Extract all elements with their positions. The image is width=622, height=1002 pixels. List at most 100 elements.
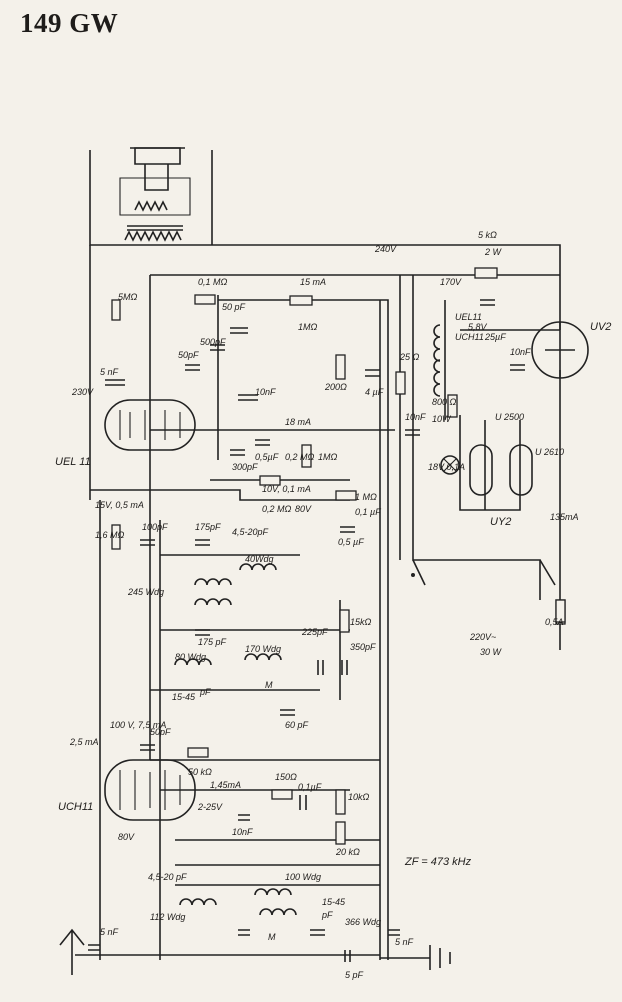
- label-245wdg: 245 Wdg: [127, 587, 164, 597]
- label-5mohm: 5MΩ: [118, 292, 138, 302]
- label-50pf-a: 50 pF: [222, 302, 246, 312]
- label-366wdg: 366 Wdg: [345, 917, 381, 927]
- label-0-2m-b: 0,2 MΩ: [262, 504, 292, 514]
- label-30w: 30 W: [480, 647, 503, 657]
- label-4uf: 4 µF: [365, 387, 384, 397]
- label-135ma: 135mA: [550, 512, 579, 522]
- wiring: [75, 150, 561, 960]
- label-05uf: 0,5 µF: [338, 537, 364, 547]
- label-112wdg: 112 Wdg: [150, 912, 185, 922]
- label-15v: 15V, 0,5 mA: [95, 500, 144, 510]
- label-1m-c: 1 MΩ: [355, 492, 377, 502]
- label-175pf-b: 175 pF: [198, 637, 227, 647]
- label-80v-b: 80V: [118, 832, 135, 842]
- label-5nf-b: 5 nF: [100, 927, 119, 937]
- label-10w: 10W: [432, 414, 452, 424]
- label-u2500: U 2500: [495, 412, 524, 422]
- label-2w: 2 W: [484, 247, 503, 257]
- component-labels: 240V 170V 5 kΩ 2 W UV2 5MΩ 5 nF 230V UEL…: [55, 230, 611, 980]
- switches: [411, 559, 566, 623]
- label-100wdg: 100 Wdg: [285, 872, 321, 882]
- label-150ohm: 150Ω: [275, 772, 297, 782]
- label-25ma: 2,5 mA: [69, 737, 99, 747]
- label-25uf: 25µF: [484, 332, 506, 342]
- label-uel11-b: UEL11: [455, 312, 482, 322]
- label-170wdg: 170 Wdg: [245, 644, 281, 654]
- coils: [174, 324, 441, 916]
- label-80v: 80V: [295, 504, 312, 514]
- page-title: 149 GW: [20, 8, 119, 38]
- label-01uf-b: 0,1 µF: [355, 507, 381, 517]
- label-18ma: 18 mA: [285, 417, 311, 427]
- label-50pf-b: 50pF: [178, 350, 199, 360]
- label-1-6m: 1,6 MΩ: [95, 530, 125, 540]
- label-175pf: 175pF: [195, 522, 221, 532]
- label-100v: 100 V, 7,5 mA: [110, 720, 166, 730]
- label-uch11-b: UCH11: [455, 332, 484, 342]
- label-u2610: U 2610: [535, 447, 564, 457]
- label-1mohm: 1MΩ: [298, 322, 318, 332]
- output-transformer: [124, 225, 183, 242]
- speaker-symbol: [119, 147, 191, 216]
- label-170v: 170V: [440, 277, 462, 287]
- label-zf: ZF = 473 kHz: [404, 856, 472, 868]
- label-15ma: 15 mA: [300, 277, 326, 287]
- label-5-8v: 5,8V: [468, 322, 488, 332]
- label-10v: 10V, 0,1 mA: [262, 484, 311, 494]
- label-10nf-d: 10nF: [232, 827, 253, 837]
- label-1m-b: 1MΩ: [318, 452, 338, 462]
- label-m-b: M: [268, 932, 276, 942]
- ground-antenna: [59, 928, 451, 975]
- label-5pf: 5 pF: [345, 970, 364, 980]
- label-230v: 230V: [71, 387, 94, 397]
- label-15-45-b: 15-45: [322, 897, 346, 907]
- label-240v: 240V: [374, 244, 397, 254]
- label-pf-b: pF: [321, 910, 333, 920]
- label-15-45: 15-45: [172, 692, 196, 702]
- label-80wdg: 80 Wdg: [175, 652, 206, 662]
- label-10nf-a: 10nF: [255, 387, 276, 397]
- label-05a: 0,5A: [545, 617, 564, 627]
- label-18v: 18V 0,1A: [428, 462, 465, 472]
- label-4-5-20pf: 4,5-20pF: [232, 527, 269, 537]
- label-01uf-c: 0,1µF: [298, 782, 322, 792]
- label-145ma: 1,45mA: [210, 780, 241, 790]
- tube-uel11: [104, 399, 196, 451]
- tube-uch11: [104, 759, 196, 821]
- label-5k: 5 kΩ: [478, 230, 497, 240]
- label-60pf: 60 pF: [285, 720, 309, 730]
- label-10k: 10kΩ: [348, 792, 370, 802]
- label-500pf: 500pF: [200, 337, 226, 347]
- label-300pf: 300pF: [232, 462, 258, 472]
- label-20k: 20 kΩ: [335, 847, 360, 857]
- label-200ohm: 200Ω: [324, 382, 347, 392]
- label-800ohm: 800 Ω: [432, 397, 457, 407]
- label-uel11: UEL 11: [55, 456, 91, 468]
- capacitors: [88, 299, 525, 962]
- label-5nf-c: 5 nF: [395, 937, 414, 947]
- ballast-tubes: [440, 444, 533, 496]
- label-0-2m: 0,2 MΩ: [285, 452, 315, 462]
- label-40wdg: 40Wdg: [245, 554, 274, 564]
- label-uv2: UV2: [590, 321, 611, 333]
- label-50k: 50 kΩ: [188, 767, 212, 777]
- label-0-5uf: 0,5µF: [255, 452, 279, 462]
- label-4-5-20pf-b: 4,5-20 pF: [148, 872, 187, 882]
- label-25ohm: 25 Ω: [399, 352, 420, 362]
- label-350pf: 350pF: [350, 642, 376, 652]
- label-01m: 0,1 MΩ: [198, 277, 228, 287]
- label-100pf: 100pF: [142, 522, 168, 532]
- label-225pf: 225pF: [301, 627, 328, 637]
- label-10nf-b: 10nF: [405, 412, 426, 422]
- label-uch11: UCH11: [58, 801, 93, 813]
- label-50pf-c: 50pF: [150, 727, 171, 737]
- label-uy2-b: UY2: [490, 516, 511, 528]
- label-5nf: 5 nF: [100, 367, 119, 377]
- label-pf-a: pF: [199, 687, 211, 697]
- label-2-25v: 2-25V: [197, 802, 223, 812]
- label-m-a: M: [265, 680, 273, 690]
- label-15k: 15kΩ: [350, 617, 372, 627]
- label-220v: 220V~: [469, 632, 496, 642]
